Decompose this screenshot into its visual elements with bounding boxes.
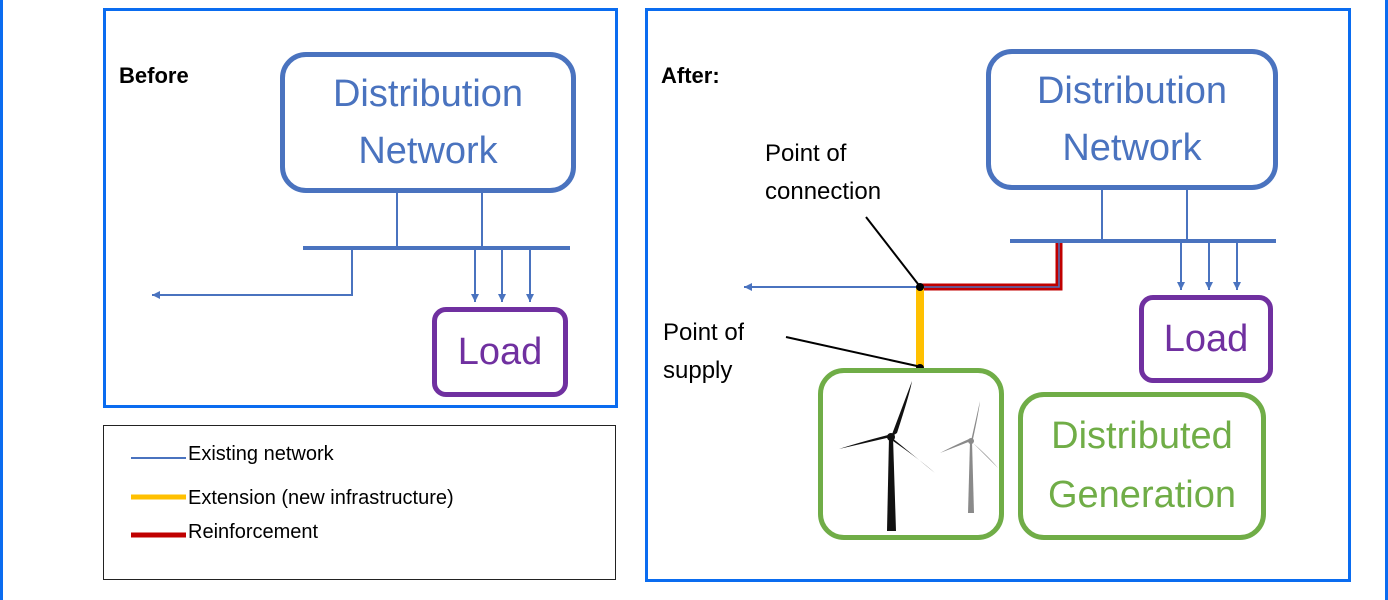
wind-turbine-box bbox=[818, 368, 1004, 540]
before-heading: Before bbox=[119, 63, 189, 88]
legend-label-extension: Extension (new infrastructure) bbox=[188, 487, 454, 509]
legend-swatches bbox=[131, 457, 186, 538]
reinforcement-line bbox=[920, 243, 1063, 291]
before-feeder-line bbox=[152, 248, 353, 299]
point-of-connection-line1: Point of bbox=[765, 140, 847, 167]
point-of-supply-line1: Point of bbox=[663, 319, 745, 346]
before-distribution-network-box: Distribution Network bbox=[280, 52, 576, 193]
outer-frame-left bbox=[0, 0, 3, 600]
after-load-label: Load bbox=[1163, 317, 1249, 360]
after-network-line2: Network bbox=[1062, 126, 1202, 169]
legend-label-reinforcement: Reinforcement bbox=[188, 521, 319, 543]
before-network-line2: Network bbox=[358, 129, 498, 172]
dg-line1: Distributed bbox=[1051, 415, 1233, 458]
distributed-generation-box: Distributed Generation bbox=[1018, 392, 1266, 540]
after-load-box: Load bbox=[1139, 295, 1273, 383]
before-network-lines bbox=[152, 193, 570, 302]
reinforcement-line-core bbox=[920, 243, 1060, 288]
connection-leader-line bbox=[865, 216, 919, 285]
point-of-connection-label: Point of connection bbox=[765, 135, 881, 212]
point-of-connection-line2: connection bbox=[765, 178, 882, 206]
dg-line2: Generation bbox=[1047, 474, 1236, 516]
outer-frame-right bbox=[1385, 0, 1388, 600]
after-network-lines bbox=[744, 190, 1276, 372]
legend-label-existing: Existing network bbox=[188, 443, 334, 465]
before-network-line1: Distribution bbox=[332, 72, 524, 115]
after-heading: After: bbox=[661, 63, 720, 88]
before-load-box: Load bbox=[432, 307, 568, 397]
supply-leader-line bbox=[785, 336, 918, 367]
point-of-supply-line2: supply bbox=[663, 357, 733, 385]
before-load-label: Load bbox=[457, 330, 543, 373]
after-network-line1: Distribution bbox=[1036, 69, 1228, 112]
point-of-supply-label: Point of supply bbox=[663, 314, 744, 398]
wind-turbine-icon-faded bbox=[940, 401, 998, 513]
after-distribution-network-box: Distribution Network bbox=[986, 49, 1278, 190]
legend bbox=[103, 425, 616, 580]
wind-turbine-icon bbox=[839, 381, 935, 531]
before-panel bbox=[103, 8, 618, 408]
connection-point-dot bbox=[916, 283, 924, 291]
